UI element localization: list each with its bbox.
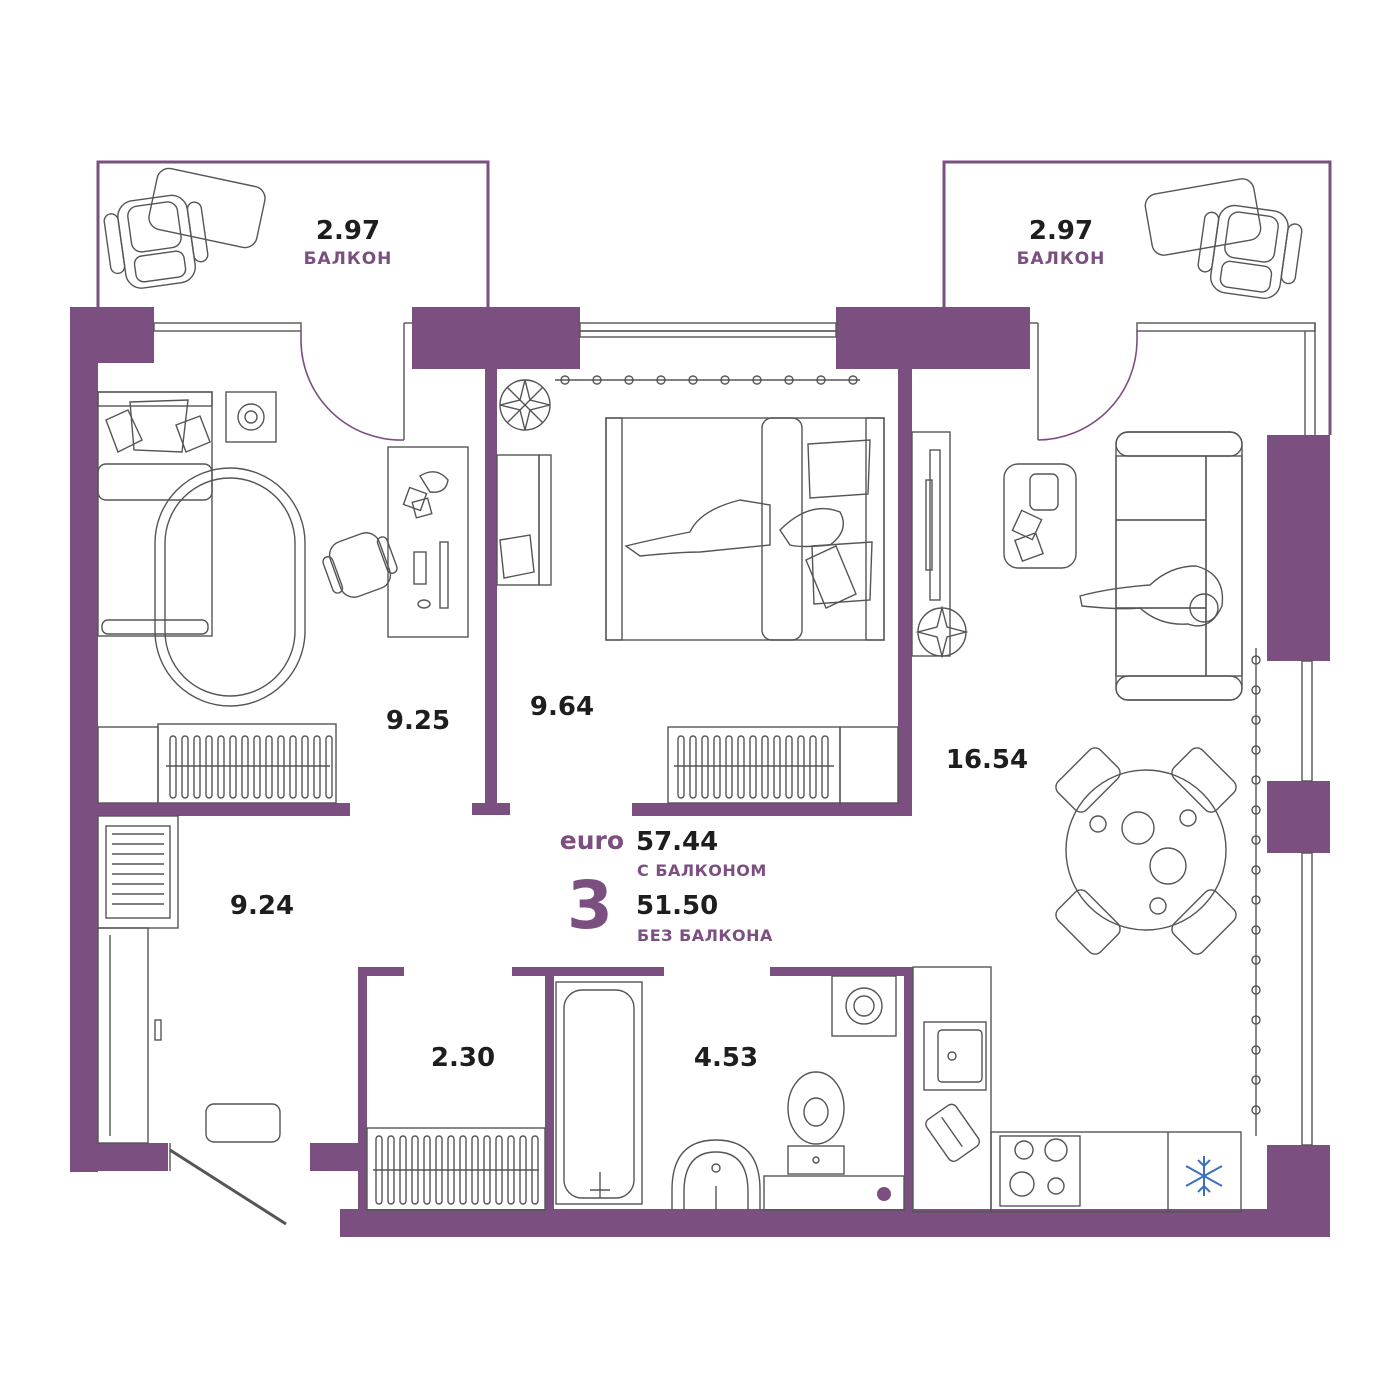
room-count: 3 (567, 867, 613, 944)
armchair-icon (103, 194, 209, 289)
without-balcony-label: БЕЗ БАЛКОНА (637, 926, 773, 945)
balcony-left-caption: БАЛКОН (304, 249, 393, 269)
dining-table-icon (1055, 747, 1237, 955)
sink-icon (923, 1021, 987, 1091)
wardrobe-icon (366, 1127, 546, 1211)
stove-icon (999, 1135, 1081, 1207)
living-kitchen-area: 16.54 (946, 745, 1028, 775)
balcony-left-area: 2.97 (316, 216, 380, 246)
hallway-area: 9.24 (230, 891, 294, 921)
rug-icon (205, 1103, 281, 1143)
bedroom-middle-area: 9.64 (530, 692, 594, 722)
fridge-snowflake-icon (1185, 1156, 1223, 1196)
wardrobe-icon (97, 815, 179, 929)
bathroom-area: 4.53 (694, 1043, 758, 1073)
walls (70, 307, 1330, 1237)
windows (153, 322, 1316, 1146)
wardrobe-icon (97, 927, 162, 1144)
curtain-rail-vertical (1251, 648, 1261, 1136)
balcony-right (942, 160, 1332, 435)
apartment-summary: euro 3 57.44 С БАЛКОНОМ 51.50 БЕЗ БАЛКОН… (560, 826, 773, 945)
bathtub-icon (555, 981, 643, 1205)
bedroom-left-area: 9.25 (386, 706, 450, 736)
shelf-icon (496, 454, 552, 586)
desk-icon (387, 446, 469, 638)
plant-icon (915, 605, 969, 659)
entrance-door-icon[interactable] (169, 1143, 287, 1226)
wardrobe-icon (97, 723, 337, 804)
sofa-icon (1079, 431, 1243, 701)
desk-chair-icon (322, 532, 398, 598)
area-with-balcony: 57.44 (636, 827, 718, 857)
cutting-board-icon (925, 1103, 981, 1162)
rug-icon (154, 467, 306, 707)
rug-icon (148, 167, 266, 249)
room-labels: 2.97 БАЛКОН 2.97 БАЛКОН 9.25 9.64 16.54 … (230, 216, 1106, 1073)
area-without-balcony: 51.50 (636, 891, 718, 921)
with-balcony-label: С БАЛКОНОМ (637, 861, 767, 880)
bed-icon (605, 417, 885, 641)
balcony-right-area: 2.97 (1029, 216, 1093, 246)
balcony-left (96, 160, 490, 307)
balcony-door-left[interactable] (300, 331, 405, 441)
washing-machine-icon (225, 391, 277, 443)
washing-machine-icon (831, 975, 897, 1037)
plant-icon (499, 379, 551, 431)
floor-drain-icon (763, 1175, 905, 1211)
balcony-right-caption: БАЛКОН (1017, 249, 1106, 269)
balcony-door-right[interactable] (1037, 331, 1138, 441)
tv-stand-icon (911, 431, 951, 657)
wardrobe-icon (667, 726, 899, 804)
kitchen-counter-icon (912, 966, 1242, 1213)
toilet-icon (787, 1071, 845, 1175)
storage-area: 2.30 (431, 1043, 495, 1073)
armchair-icon (1197, 204, 1303, 299)
coffee-table-icon (1003, 463, 1077, 569)
rug-icon (1144, 178, 1262, 256)
sink-icon (671, 1139, 761, 1210)
apartment-type-label: euro (560, 826, 624, 855)
